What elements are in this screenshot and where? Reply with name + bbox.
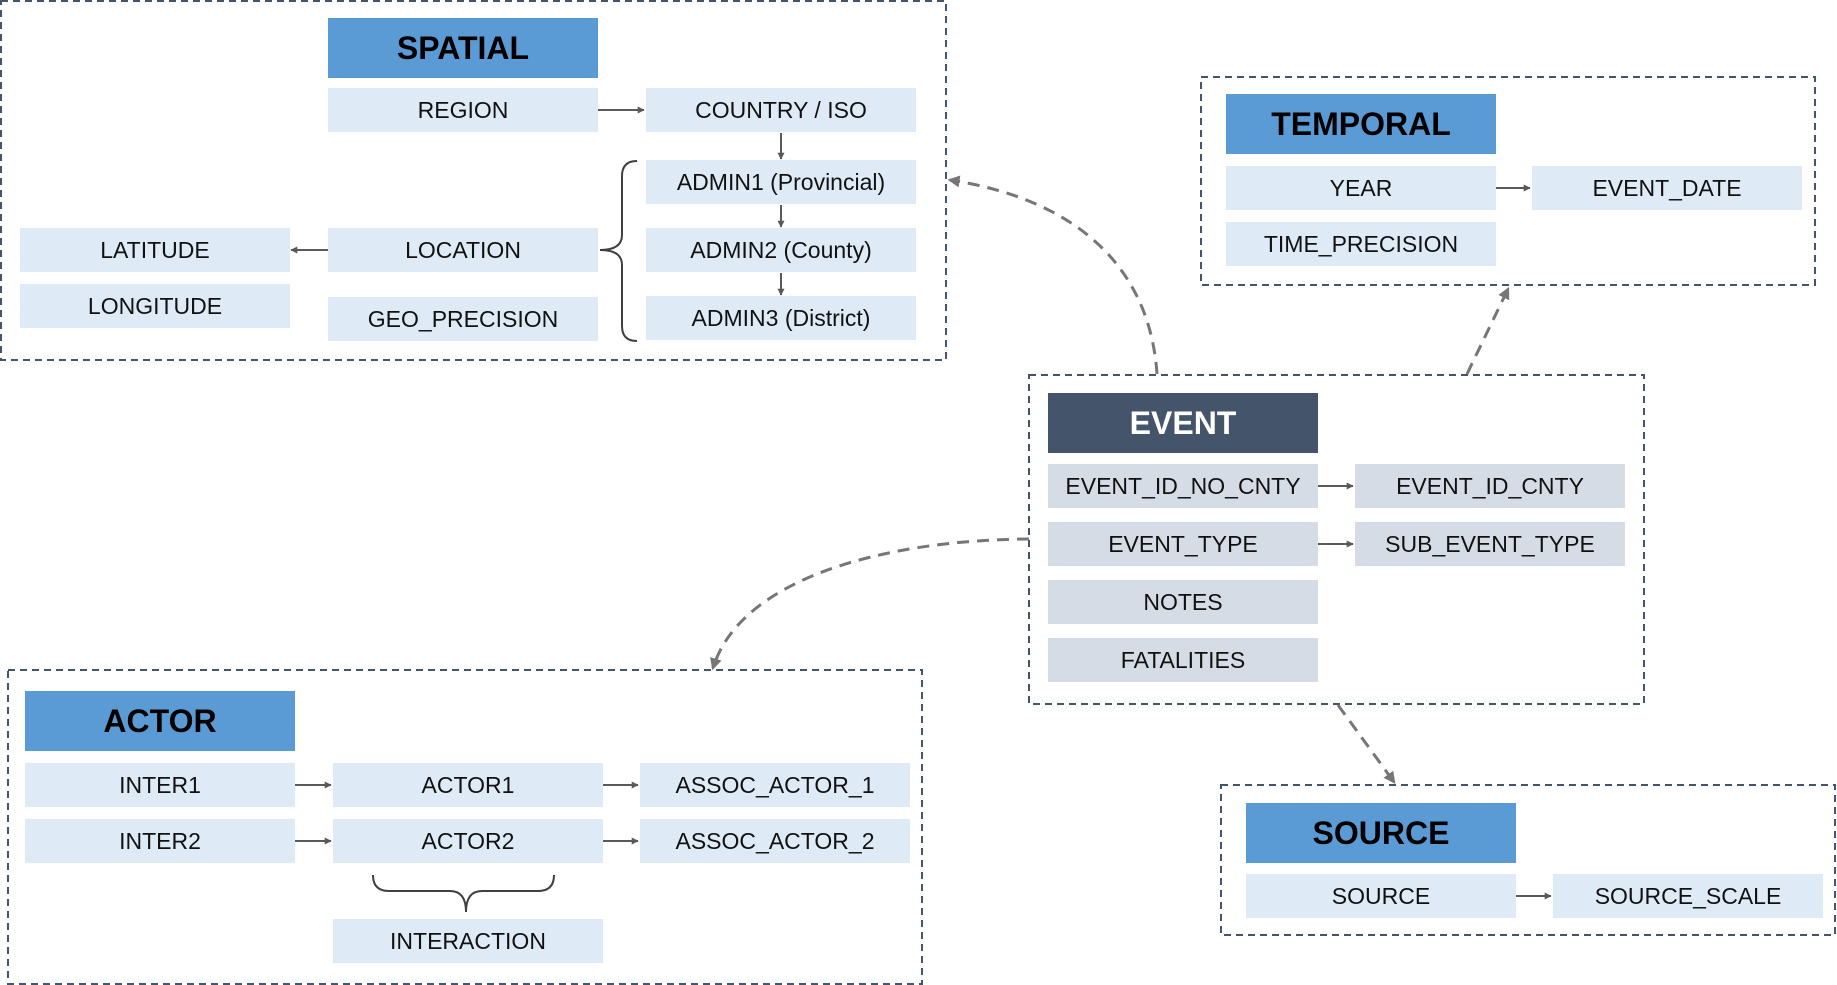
inter1-label: INTER1	[119, 772, 201, 798]
admin-levels-brace	[599, 160, 638, 342]
spatial-group: SPATIAL REGION COUNTRY / ISO ADMIN1 (Pro…	[0, 0, 947, 361]
inter1-box	[25, 763, 295, 807]
actor-group: ACTOR INTER1 ACTOR1 ASSOC_ACTOR_1 INTER2…	[7, 669, 923, 985]
event-group: EVENT EVENT_ID_NO_CNTY EVENT_ID_CNTY EVE…	[1028, 374, 1645, 705]
actor-header-box	[25, 691, 295, 751]
longitude-label: LONGITUDE	[88, 293, 222, 319]
time-precision-label: TIME_PRECISION	[1264, 231, 1458, 257]
event-type-box	[1048, 522, 1318, 566]
source-label: SOURCE	[1332, 883, 1430, 909]
event-title: EVENT	[1130, 405, 1237, 441]
actor2-box	[333, 819, 603, 863]
country-iso-label: COUNTRY / ISO	[695, 97, 867, 123]
actor-title: ACTOR	[103, 703, 216, 739]
assoc-actor-1-box	[640, 763, 910, 807]
notes-box	[1048, 580, 1318, 624]
country-iso-box	[646, 88, 916, 132]
inter2-label: INTER2	[119, 828, 201, 854]
admin1-box	[646, 160, 916, 204]
source-scale-box	[1553, 874, 1823, 918]
fatalities-label: FATALITIES	[1121, 647, 1245, 673]
source-group: SOURCE SOURCE SOURCE_SCALE	[1220, 784, 1836, 936]
event-id-no-cnty-label: EVENT_ID_NO_CNTY	[1065, 473, 1300, 499]
latitude-box	[20, 228, 290, 272]
notes-label: NOTES	[1143, 589, 1222, 615]
temporal-title: TEMPORAL	[1271, 106, 1451, 142]
assoc-actor-2-box	[640, 819, 910, 863]
longitude-box	[20, 284, 290, 328]
event-date-box	[1532, 166, 1802, 210]
connector-event-to-temporal	[1465, 286, 1510, 375]
admin2-box	[646, 228, 916, 272]
time-precision-box	[1226, 222, 1496, 266]
region-box	[328, 88, 598, 132]
source-title: SOURCE	[1313, 815, 1450, 851]
admin1-label: ADMIN1 (Provincial)	[677, 169, 885, 195]
connector-event-to-spatial	[947, 175, 1159, 375]
assoc-actor-2-label: ASSOC_ACTOR_2	[676, 828, 875, 854]
actor1-box	[333, 763, 603, 807]
connector-event-to-source	[1336, 704, 1396, 784]
sub-event-type-label: SUB_EVENT_TYPE	[1385, 531, 1595, 557]
year-label: YEAR	[1330, 175, 1393, 201]
fatalities-box	[1048, 638, 1318, 682]
location-label: LOCATION	[405, 237, 521, 263]
admin3-label: ADMIN3 (District)	[692, 305, 871, 331]
event-header-box	[1048, 393, 1318, 453]
event-id-no-cnty-box	[1048, 464, 1318, 508]
geo-precision-box	[328, 297, 598, 341]
admin2-label: ADMIN2 (County)	[690, 237, 871, 263]
spatial-header-box	[328, 18, 598, 78]
interaction-brace	[372, 874, 555, 913]
location-box	[328, 228, 598, 272]
interaction-label: INTERACTION	[390, 928, 546, 954]
spatial-group-border	[0, 0, 947, 361]
connector-event-to-actor	[710, 537, 1030, 671]
source-group-border	[1220, 784, 1836, 936]
region-label: REGION	[418, 97, 509, 123]
source-scale-label: SOURCE_SCALE	[1595, 883, 1782, 909]
temporal-group: TEMPORAL YEAR EVENT_DATE TIME_PRECISION	[1200, 76, 1816, 286]
actor2-label: ACTOR2	[422, 828, 515, 854]
spatial-title: SPATIAL	[397, 30, 529, 66]
geo-precision-label: GEO_PRECISION	[368, 306, 558, 332]
actor-group-border	[7, 669, 923, 985]
admin3-box	[646, 296, 916, 340]
temporal-header-box	[1226, 94, 1496, 154]
interaction-box	[333, 919, 603, 963]
event-date-label: EVENT_DATE	[1592, 175, 1741, 201]
sub-event-type-box	[1355, 522, 1625, 566]
event-type-label: EVENT_TYPE	[1108, 531, 1258, 557]
event-id-cnty-label: EVENT_ID_CNTY	[1396, 473, 1584, 499]
year-box	[1226, 166, 1496, 210]
assoc-actor-1-label: ASSOC_ACTOR_1	[676, 772, 875, 798]
inter2-box	[25, 819, 295, 863]
latitude-label: LATITUDE	[100, 237, 209, 263]
source-header-box	[1246, 803, 1516, 863]
actor1-label: ACTOR1	[422, 772, 515, 798]
temporal-group-border	[1200, 76, 1816, 286]
event-id-cnty-box	[1355, 464, 1625, 508]
source-box	[1246, 874, 1516, 918]
event-group-border	[1028, 374, 1645, 705]
